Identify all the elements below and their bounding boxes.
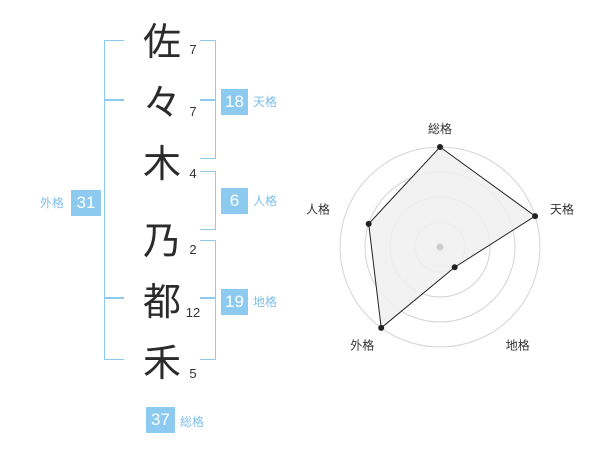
chikaku-label: 地格 [253,295,278,309]
tenkaku-bracket-tick [200,99,216,101]
jinkaku-value: 6 [221,188,248,214]
radar-center-dot [436,243,444,251]
jinkaku-label: 人格 [253,194,278,208]
radar-point-1 [437,144,443,150]
gaikaku-value: 31 [71,190,101,216]
chikaku-bracket-tick [200,297,216,299]
radar-axis-label-4: 外格 [350,338,374,353]
chikaku-value: 19 [221,289,248,315]
name-char-5: 都 [142,280,181,324]
jinkaku-bracket [200,171,216,230]
name-char-1: 佐 [142,20,181,64]
radar-axis-label-3: 地格 [506,338,530,353]
stroke-count-4: 2 [189,242,197,257]
gaikaku-bracket-tick [104,99,124,101]
radar-score-polygon [368,146,536,329]
stroke-count-5: 12 [185,305,201,320]
radar-point-3 [451,264,458,271]
tenkaku-label: 天格 [253,95,278,109]
name-char-2: 々 [142,81,181,125]
name-char-6: 禾 [142,341,181,385]
radar-axis-label-1: 総格 [428,121,452,136]
radar-point-5 [365,220,372,227]
radar-point-2 [532,213,539,220]
stroke-count-1: 7 [189,42,197,57]
radar-axis-label-5: 人格 [306,201,330,216]
name-char-4: 乃 [142,219,181,263]
stroke-count-6: 5 [189,366,197,381]
chikaku-bracket [200,240,216,360]
gaikaku-bracket [104,40,124,360]
radar-axis-label-2: 天格 [550,201,574,216]
gaikaku-label: 外格 [40,196,65,210]
soukaku-label: 総格 [180,415,205,429]
tenkaku-value: 18 [221,89,248,115]
radar-point-4 [378,324,385,331]
stroke-count-2: 7 [189,104,197,119]
soukaku-value: 37 [146,407,175,433]
gaikaku-bracket-tick [104,297,124,299]
name-char-3: 木 [142,142,181,186]
stroke-count-3: 4 [189,166,197,181]
